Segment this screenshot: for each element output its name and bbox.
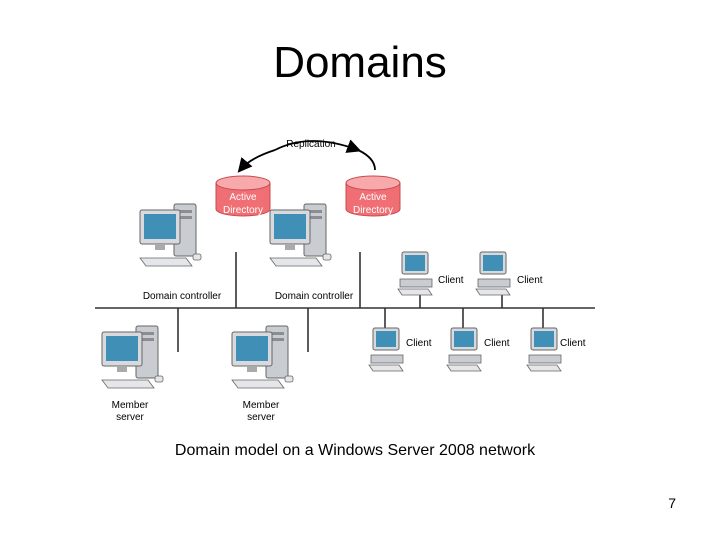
active-directory-label-line2: Directory [223,205,263,216]
slide-title: Domains [273,38,447,87]
client-label: Client [560,338,586,349]
member-server-label-line1: Member [243,400,280,411]
client-icon [446,327,482,372]
replication-arrow-icon [357,149,376,171]
server-icon [139,203,202,267]
slide-caption: Domain model on a Windows Server 2008 ne… [174,442,536,459]
network-lines [95,252,595,352]
active-directory-label-line2: Directory [353,205,393,216]
client-1 [397,251,433,296]
member-server-2 [231,325,294,389]
domain-controller-label: Domain controller [143,291,222,302]
active-directory-label-line1: Active [359,192,387,203]
client-4 [446,327,482,372]
client-icon [526,327,562,372]
server-icon [269,203,332,267]
client-label: Client [484,338,510,349]
client-label: Client [438,275,464,286]
member-server-label-line1: Member [112,400,149,411]
domain-controller-1 [139,203,202,267]
active-directory-label-line1: Active [229,192,257,203]
active-directory-database-1: Active Directory [215,175,271,217]
client-icon [475,251,511,296]
client-5 [526,327,562,372]
active-directory-database-2: Active Directory [345,175,401,217]
client-icon [368,327,404,372]
member-server-label-line2: server [247,412,275,423]
domain-model-diagram: Replication Active Directory Active Dire… [95,139,595,423]
replication-label: Replication [286,139,335,150]
client-icon [397,251,433,296]
replication-arrow-icon [274,139,362,153]
page-number: 7 [668,495,676,511]
replication-arrow-icon [237,149,276,173]
member-server-label-line2: server [116,412,144,423]
member-server-1 [101,325,164,389]
domain-controller-2 [269,203,332,267]
client-label: Client [406,338,432,349]
client-3 [368,327,404,372]
client-2 [475,251,511,296]
domain-controller-label: Domain controller [275,291,354,302]
server-icon [101,325,164,389]
client-label: Client [517,275,543,286]
server-icon [231,325,294,389]
